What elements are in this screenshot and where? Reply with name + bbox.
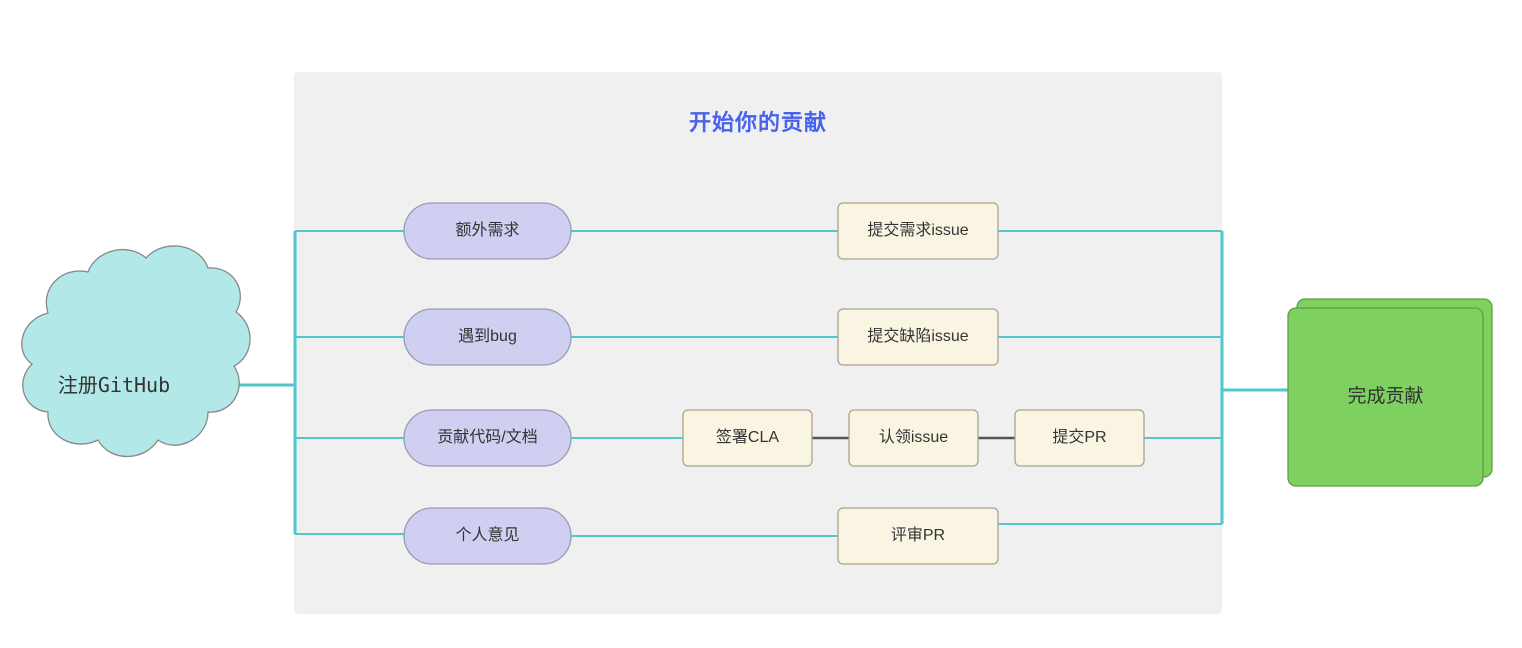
connector-group-middle: [571, 230, 838, 537]
branch-node-1[interactable]: [403, 202, 572, 260]
cloud-shape: [21, 245, 251, 458]
action-node-3[interactable]: [682, 409, 813, 467]
connector-group-left: [228, 230, 405, 535]
action-nodes: [682, 202, 1145, 565]
branch-node-4[interactable]: [403, 507, 572, 565]
diagram-title: 开始你的贡献: [688, 110, 827, 135]
branch-node-2[interactable]: [403, 308, 572, 366]
connector-group-right: [998, 230, 1290, 525]
branch-nodes: [403, 202, 572, 565]
action-node-2[interactable]: [837, 308, 999, 366]
end-node-stack[interactable]: [1287, 298, 1493, 487]
end-node-front-sheet: [1287, 307, 1484, 487]
action-node-4[interactable]: [848, 409, 979, 467]
action-node-1[interactable]: [837, 202, 999, 260]
action-node-5[interactable]: [1014, 409, 1145, 467]
branch-node-3[interactable]: [403, 409, 572, 467]
action-node-6[interactable]: [837, 507, 999, 565]
start-node-cloud[interactable]: [21, 245, 251, 458]
